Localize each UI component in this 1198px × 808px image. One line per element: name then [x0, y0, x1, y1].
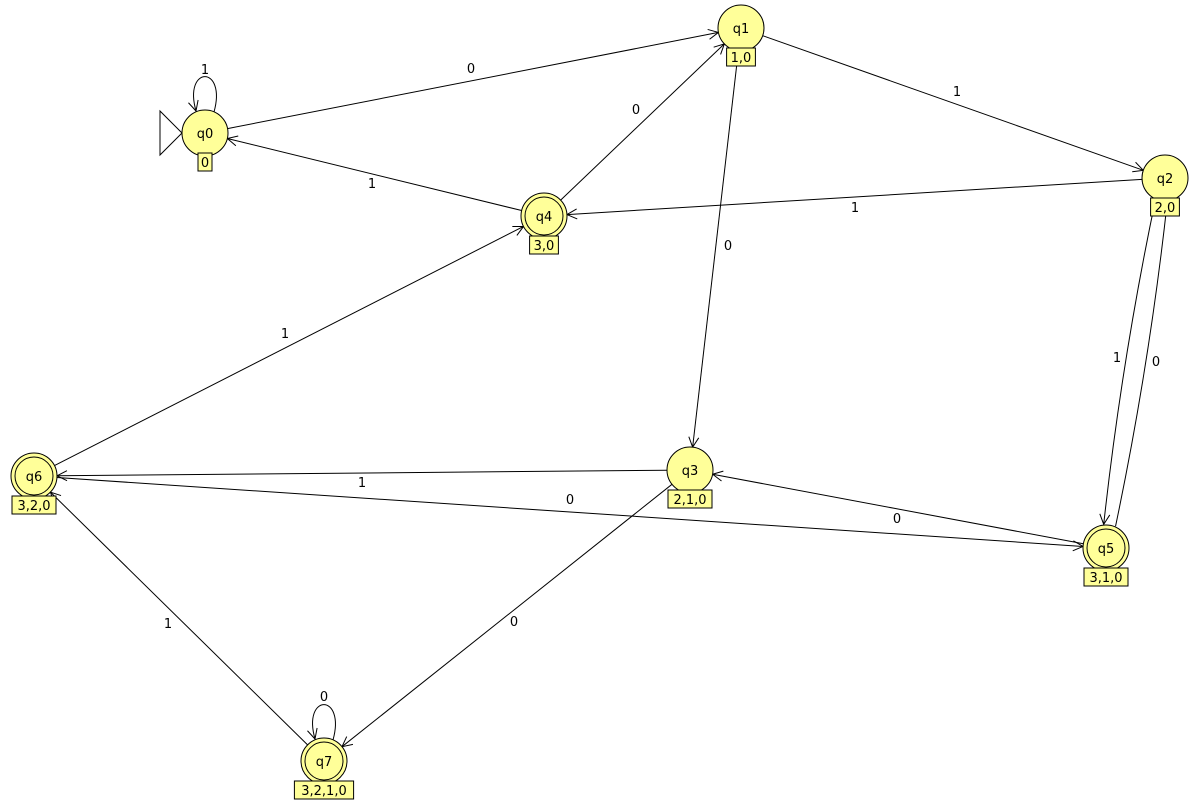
state-set-box: [197, 152, 213, 172]
transition-q1-q3[interactable]: 0: [693, 50, 739, 447]
transition-q1-q2[interactable]: 1: [762, 35, 1144, 171]
transition-q7-q7[interactable]: 0: [313, 690, 336, 741]
transition-arrow: [56, 477, 1083, 547]
state-name: q3: [682, 464, 699, 479]
state-name: q6: [26, 470, 43, 485]
transition-label: 0: [510, 615, 518, 630]
transition-arrow: [57, 469, 668, 476]
transition-label: 1: [1113, 351, 1121, 366]
initial-state-marker: [159, 109, 183, 157]
state-set-label: 2,1,0: [673, 493, 706, 508]
transition-label: 0: [632, 103, 640, 118]
state-set-label: 3,2,0: [17, 499, 50, 514]
transition-arrow: [693, 50, 739, 447]
state-name: q5: [1098, 542, 1115, 557]
transition-label: 1: [201, 63, 209, 78]
transition-q2-q4[interactable]: 1: [567, 178, 1143, 216]
transition-arrow: [227, 138, 522, 212]
transition-label: 0: [320, 690, 328, 705]
transition-q3-q7[interactable]: 0: [342, 483, 673, 746]
state-set-box: [529, 235, 559, 255]
state-q3[interactable]: q3 2,1,0: [666, 446, 714, 509]
transition-arrow: [194, 76, 217, 113]
transition-arrow: [54, 226, 523, 466]
transition-label: 1: [281, 327, 289, 342]
state-set-label: 1,0: [731, 51, 752, 66]
accepting-ring: [14, 456, 54, 496]
state-set-label: 3,1,0: [1089, 571, 1122, 586]
state-name: q2: [1157, 172, 1174, 187]
transition-arrow: [1104, 199, 1156, 525]
transitions-layer: 1 0 1 0 0 1 1 0 1 1 1 0 0 0 1 0: [50, 32, 1167, 746]
state-name: q0: [197, 127, 214, 142]
transition-q6-q4[interactable]: 1: [54, 226, 523, 466]
accepting-ring: [304, 741, 344, 781]
state-name: q1: [733, 22, 750, 37]
state-name: q7: [316, 755, 333, 770]
state-set-box: [667, 489, 713, 509]
state-set-box: [1150, 197, 1180, 217]
transition-arrow: [50, 492, 308, 746]
state-q1[interactable]: q1 1,0: [717, 4, 765, 67]
state-q5[interactable]: q5 3,1,0: [1082, 524, 1130, 587]
transition-label: 1: [358, 476, 366, 491]
transition-arrow: [762, 35, 1144, 171]
state-name: q4: [536, 210, 553, 225]
transition-q5-q3[interactable]: 0: [713, 474, 1084, 545]
accepting-ring: [1086, 528, 1126, 568]
transition-q6-q5[interactable]: 0: [56, 477, 1083, 547]
transition-arrow: [560, 44, 725, 201]
state-q4[interactable]: q4 3,0: [520, 192, 568, 255]
state-set-label: 3,0: [534, 239, 555, 254]
transition-label: 1: [368, 177, 376, 192]
state-set-box: [1083, 567, 1129, 587]
transition-label: 0: [1152, 355, 1160, 370]
state-q2[interactable]: q2 2,0: [1141, 154, 1189, 217]
transition-arrow: [1115, 202, 1168, 527]
transition-q4-q0[interactable]: 1: [227, 138, 522, 212]
state-set-box: [293, 780, 355, 800]
transition-q3-q6[interactable]: 1: [57, 469, 668, 491]
transition-arrow: [713, 474, 1084, 545]
accepting-ring: [524, 196, 564, 236]
transition-q2-q5[interactable]: 0: [1104, 199, 1160, 525]
state-set-box: [726, 47, 756, 67]
state-set-box: [11, 495, 57, 515]
transition-label: 0: [893, 512, 901, 527]
states-layer: q00q11,0q22,0q32,1,0q43,0q53,1,0q63,2,0q…: [10, 4, 1189, 800]
transition-label: 0: [467, 62, 475, 77]
transition-q4-q1[interactable]: 0: [560, 44, 725, 201]
state-q0[interactable]: q0 0: [159, 109, 229, 172]
state-set-label: 3,2,1,0: [301, 784, 346, 799]
transition-q0-q1[interactable]: 0: [227, 32, 719, 130]
transition-label: 1: [851, 201, 859, 216]
state-set-label: 0: [201, 156, 209, 171]
state-q6[interactable]: q6 3,2,0: [10, 452, 58, 515]
transition-arrow: [342, 483, 673, 746]
transition-label: 0: [566, 493, 574, 508]
transition-arrow: [227, 32, 719, 130]
transition-arrow: [567, 178, 1143, 214]
transition-q0-q0[interactable]: 1: [194, 63, 217, 113]
state-set-label: 2,0: [1155, 201, 1176, 216]
transition-label: 0: [724, 239, 732, 254]
transition-label: 1: [953, 85, 961, 100]
transition-q7-q6[interactable]: 1: [50, 492, 308, 746]
transition-arrow: [313, 704, 336, 741]
transition-q5-q2[interactable]: 1: [1113, 202, 1167, 527]
transition-label: 1: [164, 617, 172, 632]
state-q7[interactable]: q7 3,2,1,0: [293, 737, 355, 800]
